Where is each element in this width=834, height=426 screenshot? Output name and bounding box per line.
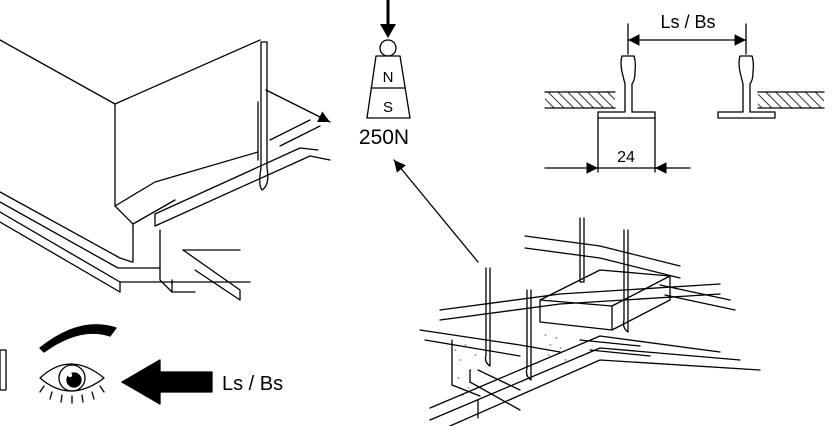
view-direction-arrow (121, 359, 213, 405)
magnet-body (366, 55, 411, 119)
magnet-ring (379, 39, 397, 57)
edge-frame (0, 349, 7, 391)
cross-section (544, 23, 825, 174)
inspection-label: Ls / Bs (222, 373, 283, 395)
grid-scene (419, 217, 761, 426)
force-label: 250N (359, 126, 409, 149)
eyebrow (39, 324, 117, 353)
section-dimension-24: 24 (617, 149, 635, 166)
stipple-dust (454, 334, 567, 396)
magnet-weight (366, 0, 411, 119)
inspection-view (0, 324, 213, 405)
section-width-label: Ls / Bs (660, 12, 715, 32)
eye-icon (39, 363, 105, 404)
magnet-pole-south: S (383, 99, 393, 116)
scene-pointer-arrow (393, 159, 479, 263)
wire-pointer-arrow (265, 89, 331, 123)
magnet-pole-north: N (383, 69, 394, 86)
panel-closeup (0, 39, 331, 301)
